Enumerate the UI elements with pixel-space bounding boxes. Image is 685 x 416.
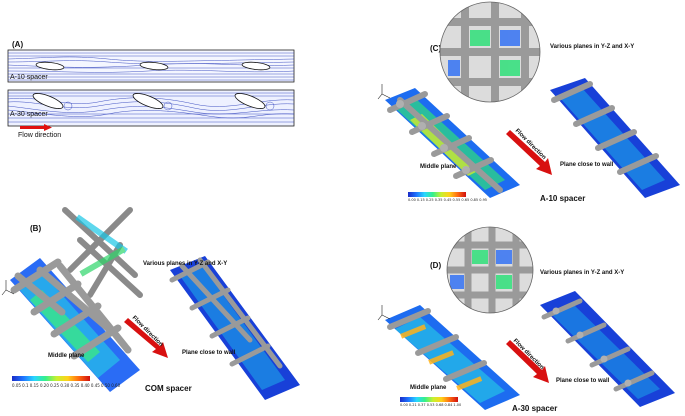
caption-com: COM spacer (145, 384, 192, 393)
panel-c-label: (C) (430, 44, 442, 53)
plane-close-label-d: Plane close to wall (556, 378, 610, 384)
spacer-label-a10: A-10 spacer (10, 74, 48, 81)
planes-label-b: Various planes in Y-Z and X-Y (143, 261, 228, 267)
panel-b: (B) (0, 200, 300, 416)
panel-d-graphic (377, 226, 675, 410)
wall-plane-slab-d (540, 291, 675, 407)
panel-d-label: (D) (430, 261, 442, 270)
middle-plane-label-c: Middle plane (420, 164, 457, 170)
colorbar-b-ticks: 0.05 0.1 0.15 0.20 0.25 0.30 0.35 0.40 0… (12, 383, 121, 388)
colorbar-d (400, 397, 458, 402)
caption-a30: A-30 spacer (512, 404, 558, 413)
colorbar-c (408, 192, 466, 197)
panel-a: (A) A-10 spacer A-30 spacer Flow directi… (7, 40, 295, 140)
middle-plane-slab-d (385, 305, 520, 410)
wall-plane-slab-c (550, 78, 680, 198)
planes-label-c: Various planes in Y-Z and X-Y (550, 44, 635, 50)
plane-close-label-c: Plane close to wall (560, 162, 614, 168)
panel-d: (D) (370, 225, 685, 416)
middle-plane-slab-c (385, 88, 520, 198)
wall-plane-slab (169, 256, 300, 400)
panel-a-label: (A) (12, 40, 24, 49)
spacer-label-a30: A-30 spacer (10, 111, 48, 118)
panel-d-inset (447, 227, 533, 313)
colorbar-c-ticks: 0.00 0.15 0.25 0.35 0.45 0.55 0.65 0.85 … (408, 198, 488, 202)
planes-label-d: Various planes in Y-Z and X-Y (540, 270, 625, 276)
middle-plane-slab (10, 258, 140, 392)
panel-b-graphic (1, 207, 300, 400)
middle-plane-label-b: Middle plane (48, 353, 85, 359)
plane-close-label-b: Plane close to wall (182, 350, 236, 356)
panel-b-label: (B) (30, 224, 42, 233)
caption-a10: A-10 spacer (540, 194, 586, 203)
panel-c: (C) (370, 0, 685, 210)
flow-direction-label: Flow direction (18, 132, 62, 139)
colorbar-d-ticks: 0.00 0.21 0.37 0.53 0.68 0.84 1.00 (400, 403, 462, 407)
middle-plane-label-d: Middle plane (410, 385, 447, 391)
colorbar-b (12, 376, 90, 381)
panel-c-inset (440, 2, 540, 102)
panel-c-graphic (377, 1, 680, 198)
panel-a-streamlines (7, 49, 295, 131)
